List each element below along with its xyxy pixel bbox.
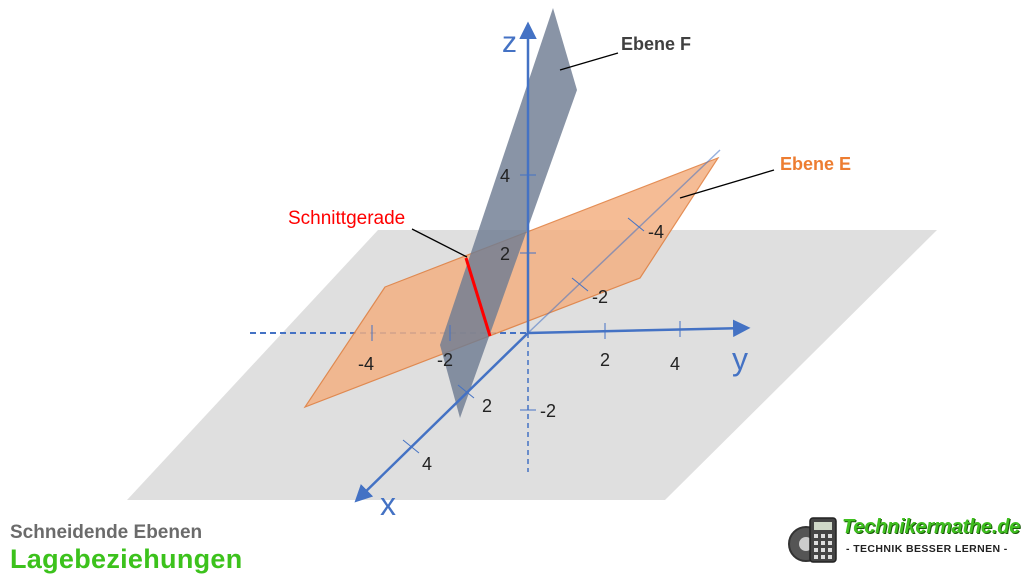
plane-e-callout-line (679, 169, 775, 199)
calculator-gear-icon (788, 517, 837, 563)
diagonal-tick-label: -4 (648, 222, 664, 242)
y-tick-label: 2 (600, 350, 610, 370)
plane-e-label: Ebene E (780, 154, 851, 174)
intersection-line (464, 257, 492, 337)
intersection-callout-line (411, 228, 468, 258)
x-axis-label: x (380, 486, 396, 522)
brand-logo: Technikermathe.de - TECHNIK BESSER LERNE… (786, 512, 1020, 568)
page-subtitle: Schneidende Ebenen (10, 522, 203, 543)
y-tick-label: -2 (437, 350, 453, 370)
diagonal-tick-label: -2 (592, 287, 608, 307)
ground-plane (127, 230, 937, 500)
y-tick-label: -4 (358, 354, 374, 374)
z-tick-label: 2 (500, 244, 510, 264)
plane-f-callout-line (559, 52, 619, 71)
z-tick-label: -2 (540, 401, 556, 421)
z-tick-label: 4 (500, 166, 510, 186)
plane-f-label: Ebene F (621, 34, 691, 54)
y-diagonal-line (527, 149, 721, 334)
brand-name: Technikermathe.de (842, 516, 1021, 538)
plane-e (303, 156, 720, 409)
x-axis (354, 332, 529, 503)
x-tick-label: 2 (482, 396, 492, 416)
plane-f (440, 8, 577, 418)
z-axis-label: z (502, 26, 517, 59)
x-tick-label: 4 (422, 454, 432, 474)
intersection-label: Schnittgerade (288, 208, 405, 229)
y-axis-label: y (732, 341, 748, 377)
tick-marks (371, 174, 681, 454)
y-tick-label: 4 (670, 354, 680, 374)
page-title: Lagebeziehungen (10, 544, 243, 574)
brand-tagline: - TECHNIK BESSER LERNEN - (846, 543, 1008, 555)
y-axis (527, 319, 751, 338)
